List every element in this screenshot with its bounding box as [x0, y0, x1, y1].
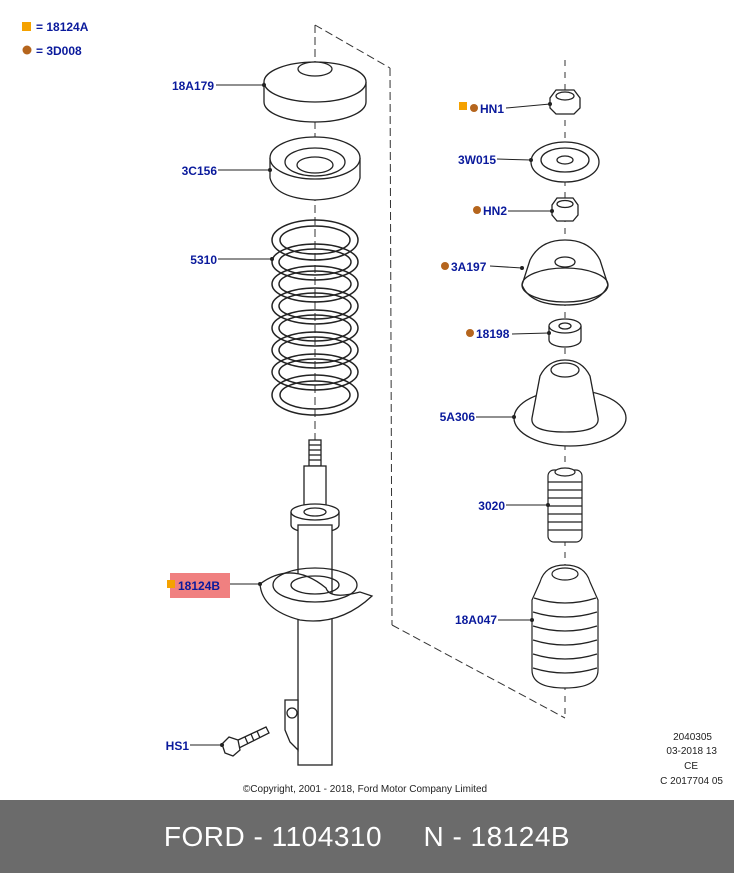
label-18198-circle-icon: [466, 329, 474, 337]
label-3C156: 3C156: [182, 164, 218, 178]
part-18A047-drawing: [531, 564, 599, 689]
leader-lines: [190, 84, 552, 746]
label-HN2: HN2: [483, 204, 507, 218]
part-HS1-drawing: [221, 726, 270, 757]
meta-line-2: 03-2018 13: [666, 746, 717, 757]
label-3A197-circle-icon: [441, 262, 449, 270]
label-HN1: HN1: [480, 102, 504, 116]
label-18124B-square-icon: [167, 580, 175, 588]
label-3A197: 3A197: [451, 260, 487, 274]
label-HN2-circle-icon: [473, 206, 481, 214]
highlight-18124B: [170, 573, 230, 598]
drawing-meta: 2040305 03-2018 13 CE C 2017704 05: [660, 732, 723, 787]
label-18A047: 18A047: [455, 613, 497, 627]
label-18A179: 18A179: [172, 79, 214, 93]
part-18A179-drawing: [263, 61, 367, 123]
meta-line-4: C 2017704 05: [660, 776, 723, 787]
label-3W015: 3W015: [458, 153, 496, 167]
legend-circle-icon: [22, 45, 32, 55]
part-3W015-drawing: [530, 141, 600, 183]
assembly-outline: [314, 24, 566, 719]
label-3020: 3020: [478, 499, 505, 513]
legend-square-label: = 18124A: [36, 20, 89, 34]
label-18198: 18198: [476, 327, 510, 341]
label-18124B: 18124B: [178, 579, 220, 593]
part-HN1-drawing: [549, 89, 581, 115]
legend: = 18124A = 3D008: [22, 20, 89, 58]
footer-part-number: FORD - 1104310 N - 18124B: [163, 820, 571, 852]
part-3020-drawing: [547, 467, 583, 543]
strut-body-drawing: [259, 439, 374, 766]
part-5A306-drawing: [513, 359, 627, 447]
label-5310: 5310: [190, 253, 217, 267]
label-HN1-circle-icon: [470, 104, 478, 112]
part-18198-drawing: [548, 318, 582, 348]
exploded-view-drawing: = 18124A = 3D008: [22, 20, 723, 795]
copyright-notice: ©Copyright, 2001 - 2018, Ford Motor Comp…: [243, 784, 487, 795]
part-3C156-drawing: [269, 136, 361, 201]
label-HN1-square-icon: [459, 102, 467, 110]
footer-bar: FORD - 1104310 N - 18124B: [0, 800, 734, 873]
label-HS1: HS1: [166, 739, 190, 753]
label-5A306: 5A306: [440, 410, 476, 424]
legend-square-icon: [22, 22, 31, 31]
part-HN2-drawing: [551, 197, 579, 222]
meta-line-3: CE: [684, 761, 698, 772]
parts-diagram: = 18124A = 3D008: [22, 20, 723, 795]
leader-dots: [220, 83, 554, 747]
meta-line-1: 2040305: [673, 732, 712, 743]
part-5310-drawing: [271, 219, 359, 416]
part-3A197-drawing: [521, 239, 609, 306]
legend-circle-label: = 3D008: [36, 44, 82, 58]
